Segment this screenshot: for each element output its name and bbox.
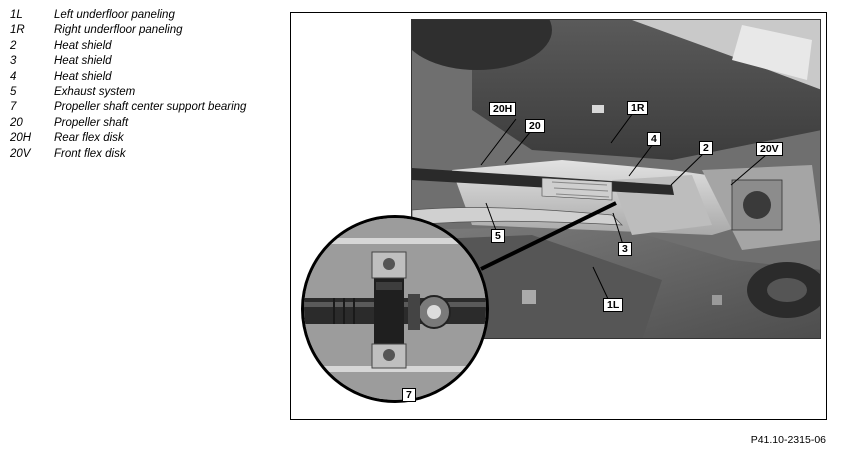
- callout-20: 20: [525, 119, 545, 133]
- legend-description: Propeller shaft: [54, 116, 129, 129]
- legend-code: 1L: [10, 9, 23, 21]
- legend-description: Exhaust system: [54, 86, 136, 99]
- legend-description: Front flex disk: [54, 147, 126, 160]
- legend-description: Heat shield: [54, 55, 112, 68]
- legend-description: Rear flex disk: [54, 132, 124, 145]
- legend-description: Heat shield: [54, 70, 112, 83]
- callout-2: 2: [699, 141, 713, 155]
- legend-code: 4: [10, 70, 17, 83]
- legend-code: 7: [10, 101, 17, 114]
- legend-item: 1R Right underfloor paneling: [10, 23, 270, 38]
- legend-description: Right underfloor paneling: [54, 24, 183, 37]
- callout-1r: 1R: [627, 101, 649, 115]
- legend-code: 5: [10, 86, 17, 99]
- callout-1l: 1L: [603, 298, 624, 312]
- legend-item: 20 Propeller shaft: [10, 116, 270, 131]
- legend-code: 3: [10, 55, 17, 68]
- legend-description: Heat shield: [54, 39, 112, 52]
- legend-list: 1L Left underfloor paneling 1R Right und…: [10, 8, 270, 162]
- figure-id: P41.10-2315-06: [750, 434, 826, 446]
- legend-item: 20H Rear flex disk: [10, 131, 270, 146]
- legend-item: 5 Exhaust system: [10, 85, 270, 100]
- callout-20h: 20H: [489, 102, 517, 116]
- legend-code: 20: [10, 116, 23, 129]
- legend-item: 3 Heat shield: [10, 54, 270, 69]
- legend-item: 20V Front flex disk: [10, 147, 270, 162]
- callout-20v: 20V: [756, 142, 783, 156]
- legend-item: 2 Heat shield: [10, 39, 270, 54]
- legend-code: 1R: [10, 24, 25, 37]
- legend-code: 20V: [10, 147, 31, 160]
- legend-item: 1L Left underfloor paneling: [10, 8, 270, 23]
- callout-4: 4: [647, 132, 661, 146]
- legend-item: 7 Propeller shaft center support bearing: [10, 100, 270, 115]
- legend-item: 4 Heat shield: [10, 70, 270, 85]
- legend-description: Propeller shaft center support bearing: [54, 101, 247, 114]
- center-bearing-illustration: [304, 218, 486, 400]
- legend-code: 2: [10, 39, 17, 52]
- callout-3: 3: [618, 242, 632, 256]
- callout-7: 7: [402, 388, 416, 402]
- detail-inset-center-bearing: [301, 215, 489, 403]
- callout-5: 5: [491, 229, 505, 243]
- figure-frame: 20H 1R 20 4 2 20V 5 3 1L 7: [290, 12, 827, 420]
- legend-code: 20H: [10, 132, 32, 145]
- legend-description: Left underfloor paneling: [54, 9, 175, 21]
